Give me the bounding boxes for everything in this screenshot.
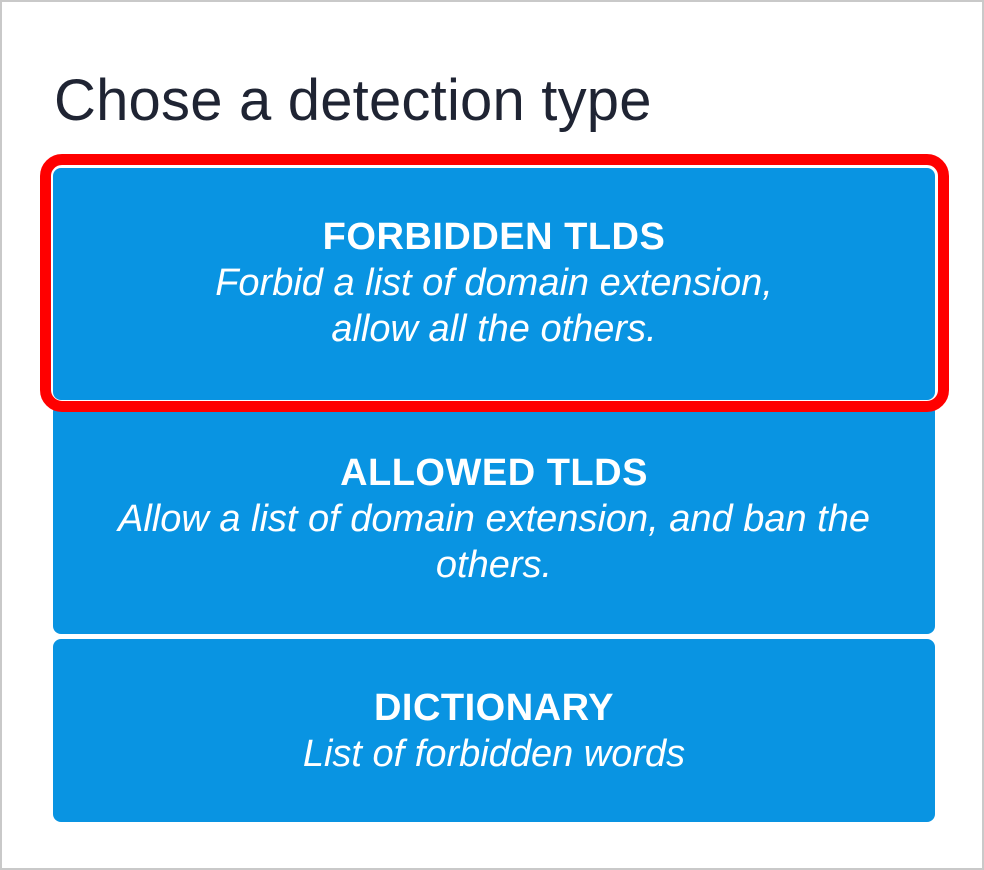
- option-allowed-tlds[interactable]: ALLOWED TLDS Allow a list of domain exte…: [53, 404, 935, 634]
- page-title: Chose a detection type: [54, 68, 652, 133]
- option-description: List of forbidden words: [302, 733, 686, 775]
- option-dictionary[interactable]: DICTIONARY List of forbidden words: [53, 639, 935, 822]
- option-title: DICTIONARY: [373, 687, 615, 729]
- option-description: Forbid a list of domain extension, allow…: [215, 262, 773, 350]
- option-title: ALLOWED TLDS: [340, 452, 648, 494]
- option-title: FORBIDDEN TLDS: [322, 216, 666, 258]
- option-forbidden-tlds[interactable]: FORBIDDEN TLDS Forbid a list of domain e…: [53, 168, 935, 400]
- option-description: Allow a list of domain extension, and ba…: [117, 498, 871, 586]
